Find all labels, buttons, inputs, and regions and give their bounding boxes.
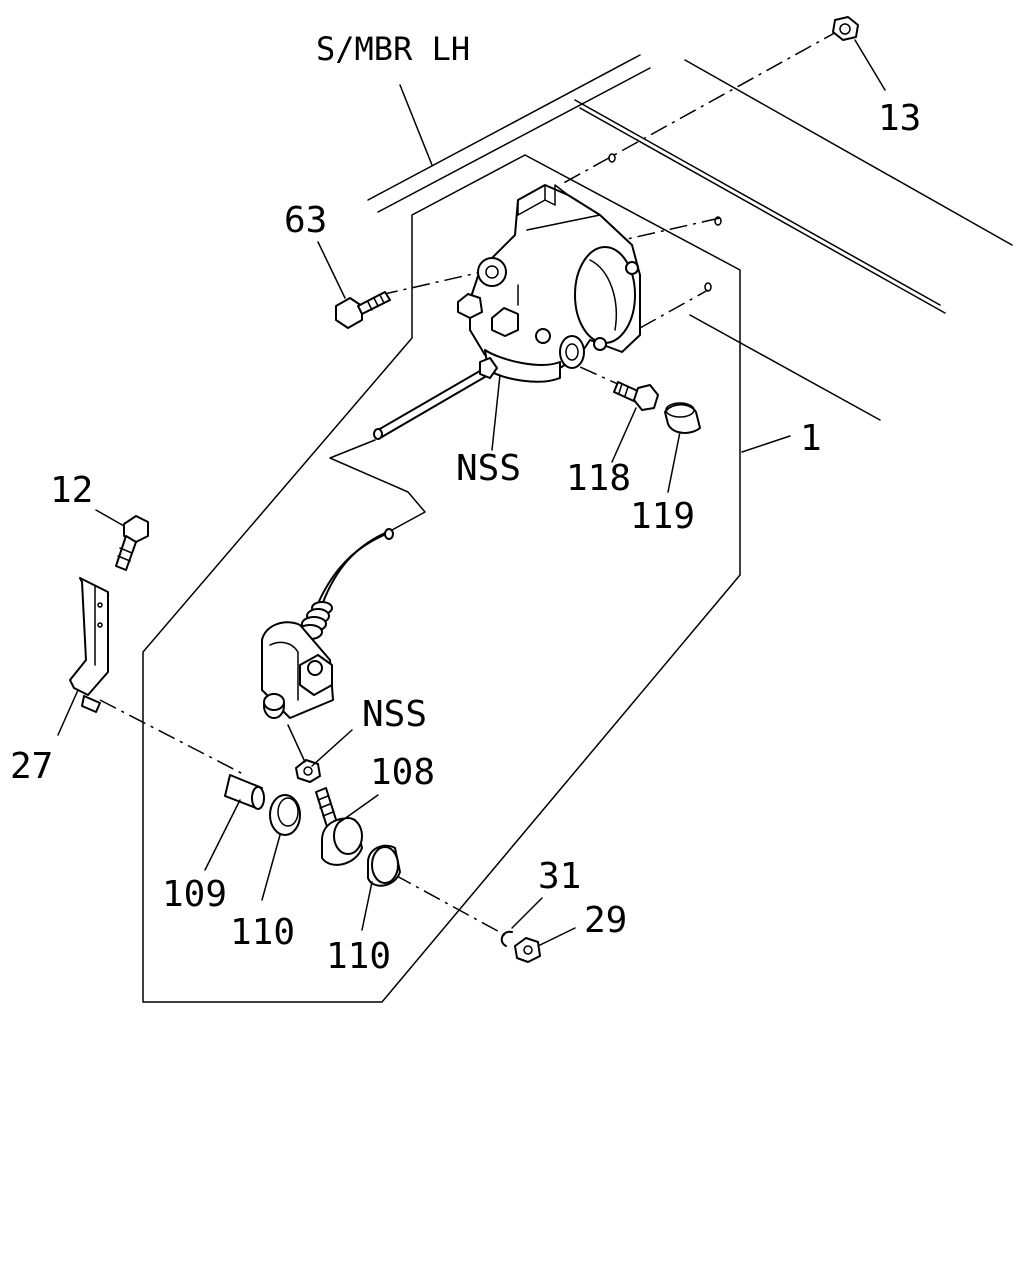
label-12: 12 bbox=[50, 470, 93, 511]
side-member-frame bbox=[367, 54, 1013, 421]
label-1: 1 bbox=[800, 418, 822, 459]
control-cable bbox=[297, 357, 498, 640]
label-109: 109 bbox=[162, 874, 227, 915]
callout-leaders bbox=[57, 39, 886, 947]
pin-109 bbox=[224, 774, 265, 810]
bushing-110-left bbox=[269, 794, 301, 836]
label-63: 63 bbox=[284, 200, 327, 241]
gear-output bbox=[559, 335, 585, 369]
frame-holes bbox=[608, 153, 722, 292]
label-27: 27 bbox=[10, 746, 53, 787]
label-118: 118 bbox=[566, 458, 631, 499]
label-110-left: 110 bbox=[230, 912, 295, 953]
nut-29 bbox=[514, 937, 541, 963]
actuator-body bbox=[457, 184, 641, 383]
bracket-27 bbox=[69, 577, 109, 713]
label-frame: S/MBR LH bbox=[316, 30, 470, 68]
cap-119 bbox=[664, 402, 701, 434]
label-110-right: 110 bbox=[326, 936, 391, 977]
label-31: 31 bbox=[538, 856, 581, 897]
bushing-110-right bbox=[367, 844, 401, 887]
collar-108 bbox=[315, 787, 363, 866]
label-13: 13 bbox=[878, 98, 921, 139]
clip-31 bbox=[500, 930, 513, 947]
bolt-63 bbox=[335, 291, 391, 329]
label-119: 119 bbox=[630, 496, 695, 537]
assembly-kit-outline bbox=[142, 154, 741, 1003]
label-29: 29 bbox=[584, 900, 627, 941]
label-108: 108 bbox=[370, 752, 435, 793]
bolt-12 bbox=[115, 515, 149, 571]
label-nss-mid: NSS bbox=[362, 694, 427, 735]
bolt-118 bbox=[613, 381, 659, 411]
label-nss-top: NSS bbox=[456, 448, 521, 489]
lever-clamp bbox=[261, 621, 334, 719]
lower-nut bbox=[295, 759, 321, 783]
callout-labels: S/MBR LH 13 63 1 12 27 NSS 118 119 NSS 1… bbox=[10, 30, 921, 977]
nut-13 bbox=[832, 16, 859, 41]
